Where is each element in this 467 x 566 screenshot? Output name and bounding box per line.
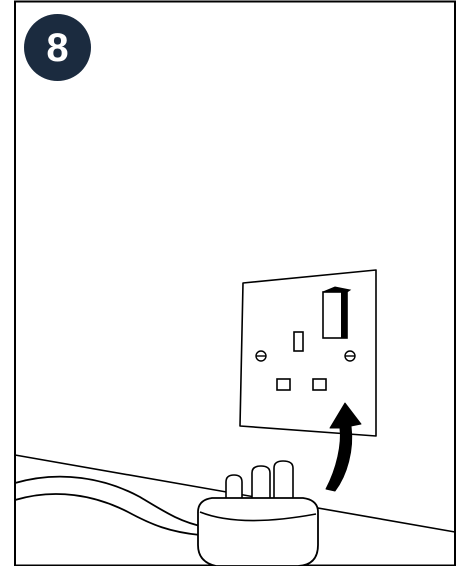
socket-switch-icon: [323, 287, 350, 338]
earth-slot: [294, 332, 303, 351]
step-number-badge: 8: [24, 14, 91, 81]
plug-body: [198, 498, 318, 566]
left-screw-icon: [256, 351, 266, 361]
live-slot: [277, 379, 290, 390]
wall-socket-icon: [240, 270, 376, 436]
right-screw-icon: [345, 351, 355, 361]
neutral-slot: [313, 379, 326, 390]
